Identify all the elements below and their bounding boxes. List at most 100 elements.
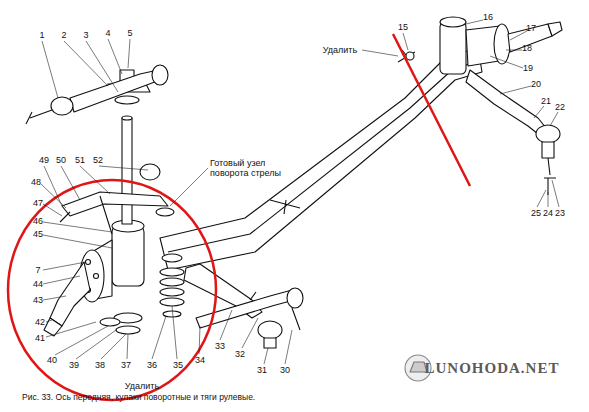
callout-number: 34 — [195, 355, 205, 365]
leader-line — [127, 334, 128, 359]
leader-line — [466, 20, 483, 24]
callout-number: 33 — [215, 341, 225, 351]
leader-line — [41, 184, 66, 208]
leader-line — [42, 41, 58, 98]
leader-line — [550, 112, 558, 126]
leader-line — [43, 235, 112, 248]
leader-line — [264, 348, 268, 364]
callout-number: 52 — [93, 155, 103, 165]
callout-number: 44 — [33, 279, 43, 289]
red-cut-line — [393, 34, 470, 186]
callout-number: 49 — [39, 155, 49, 165]
leader-line — [199, 326, 200, 354]
leader-line — [99, 166, 148, 170]
leader-line — [86, 41, 118, 92]
callout-number: 40 — [47, 355, 57, 365]
callout-number: 51 — [75, 155, 85, 165]
leader-line — [548, 192, 549, 207]
leader-line — [152, 316, 166, 359]
callout-number: 24 — [543, 208, 553, 218]
leader-line — [43, 222, 112, 232]
callout-number: 45 — [33, 229, 43, 239]
right-kingpin-boss — [440, 22, 466, 74]
leader-line — [76, 330, 116, 359]
watermark: LUNOHODA.NET — [425, 363, 560, 373]
callout-number: 38 — [95, 360, 105, 370]
callout-number: 50 — [56, 155, 66, 165]
callout-number: 41 — [35, 333, 45, 343]
leader-line — [537, 190, 546, 207]
leader-line — [403, 33, 408, 50]
leader-line — [510, 31, 527, 40]
callout-number: 25 — [531, 208, 541, 218]
lower-steering-arm — [62, 192, 168, 216]
leader-line — [172, 306, 177, 359]
leader-line — [220, 310, 232, 340]
figure-caption: Рис. 33. Ось передняя, кулаки поворотные… — [22, 392, 255, 402]
callout-number: 42 — [35, 317, 45, 327]
callout-number: 16 — [483, 12, 493, 22]
leader-line — [534, 106, 544, 118]
leader-line — [285, 330, 292, 364]
callout-number: 18 — [522, 43, 532, 53]
axle-beam — [160, 48, 482, 270]
callout-number: 1 — [39, 30, 44, 40]
leader-line — [46, 322, 96, 337]
left-spindle — [50, 262, 90, 326]
callout-number: 7 — [35, 265, 40, 275]
leader-line — [128, 39, 130, 68]
note-label: Удалить — [125, 381, 159, 391]
leader-line — [362, 50, 398, 56]
callout-number: 31 — [257, 365, 267, 375]
callout-number: 21 — [541, 96, 551, 106]
leader-line — [55, 326, 108, 355]
leader-line — [43, 204, 62, 216]
leader-line — [43, 262, 86, 270]
callout-number: 39 — [69, 360, 79, 370]
callout-number: 23 — [555, 208, 565, 218]
callout-number: 4 — [105, 28, 110, 38]
callout-number: 36 — [147, 360, 157, 370]
beam-flange — [168, 60, 480, 252]
callout-number: 2 — [61, 30, 66, 40]
callout-number: 5 — [127, 28, 132, 38]
leader-line — [506, 50, 522, 51]
callout-number: 3 — [83, 30, 88, 40]
leader-line — [101, 334, 126, 359]
right-hub-flange — [494, 24, 510, 64]
note-label: Готовый узел поворота стрелы — [210, 158, 292, 178]
leader-line — [108, 39, 122, 74]
callout-number: 46 — [33, 216, 43, 226]
tie-rod-ball-joint — [258, 321, 282, 339]
kingpin — [122, 118, 132, 224]
callout-number: 17 — [526, 23, 536, 33]
callout-number: 20 — [531, 79, 541, 89]
callout-number: 47 — [33, 198, 43, 208]
leader-line — [46, 320, 52, 322]
callout-number: 37 — [121, 360, 131, 370]
red-highlight-circle — [8, 180, 216, 400]
upper-ball-joint — [51, 97, 73, 115]
upper-steering-arm — [70, 70, 160, 112]
leader-line — [80, 166, 110, 194]
leader-line — [170, 168, 208, 206]
leader-line — [61, 166, 80, 200]
callout-number: 30 — [280, 365, 290, 375]
leader-line — [552, 180, 559, 207]
right-steering-arm — [466, 70, 546, 134]
right-ball-joint — [536, 125, 560, 143]
leader-line — [500, 86, 531, 94]
callout-number: 32 — [235, 349, 245, 359]
note-label: Удалить — [323, 45, 357, 55]
leader-line — [490, 56, 523, 68]
callout-number: 43 — [33, 295, 43, 305]
callout-number: 35 — [173, 360, 183, 370]
callout-number: 15 — [398, 22, 408, 32]
leader-line — [44, 166, 62, 206]
callout-number: 22 — [555, 102, 565, 112]
callout-number: 48 — [31, 177, 41, 187]
leader-line — [64, 41, 108, 86]
leader-line — [43, 296, 66, 300]
